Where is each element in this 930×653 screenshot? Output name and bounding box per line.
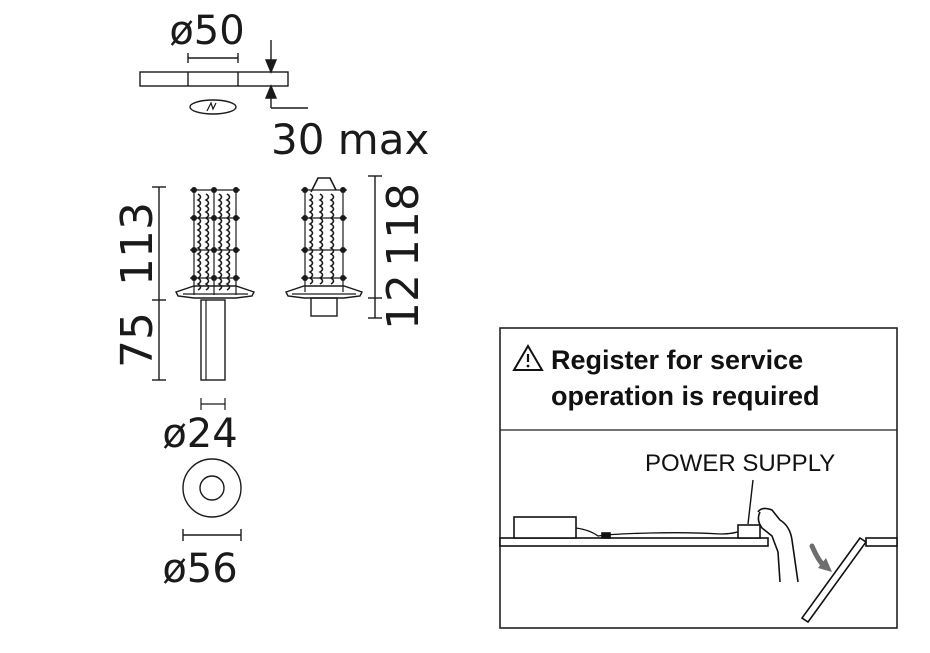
front-view-dimensions: 113 75: [112, 186, 166, 381]
power-cable: [575, 527, 743, 537]
side-flange: [285, 285, 363, 299]
spring-coils: [196, 193, 231, 291]
side-height-lower-label: 12: [378, 274, 429, 330]
service-notice-box: Register for service operation is requir…: [499, 327, 898, 629]
ceiling-illustration: [499, 507, 898, 624]
driver-box: [513, 516, 577, 539]
curved-arrow-icon: [809, 543, 832, 572]
side-stem: [310, 297, 338, 317]
side-view-fixture: [285, 177, 363, 317]
top-diameter-label: ø50: [169, 8, 244, 54]
hand-icon: [757, 507, 799, 583]
bottom-view-ring: [182, 458, 242, 541]
side-view-dimensions: [368, 175, 382, 319]
notice-title-line2: operation is required: [551, 381, 820, 411]
side-bolts: [302, 187, 346, 281]
power-supply-unit: [737, 524, 761, 539]
thickness-arrow-up: [264, 84, 278, 99]
height-lower-label: 75: [112, 312, 163, 368]
thickness-arrow-down: [264, 59, 278, 74]
hinged-panel: [800, 536, 868, 624]
power-supply-leader: [747, 479, 754, 525]
top-plan-view: ø50 30 max: [139, 8, 429, 164]
front-view-fixture: [175, 187, 255, 410]
rotation-symbol-icon: [189, 99, 237, 115]
flange-diameter-label: ø56: [162, 546, 237, 592]
thickness-max-label: 30 max: [271, 115, 429, 164]
height-upper-label: 113: [112, 202, 163, 286]
side-height-upper-label: 118: [378, 183, 429, 267]
warning-triangle-icon: [512, 344, 544, 371]
notice-title-line1: Register for service: [551, 345, 803, 375]
front-stem: [200, 299, 226, 381]
front-flange: [175, 285, 255, 299]
stem-diameter-label: ø24: [162, 411, 237, 457]
side-spring-coils: [308, 193, 335, 285]
side-handle: [310, 177, 337, 193]
ceiling-plate: [139, 71, 289, 87]
cage-bolts: [191, 187, 239, 281]
power-supply-label: POWER SUPPLY: [645, 450, 835, 477]
